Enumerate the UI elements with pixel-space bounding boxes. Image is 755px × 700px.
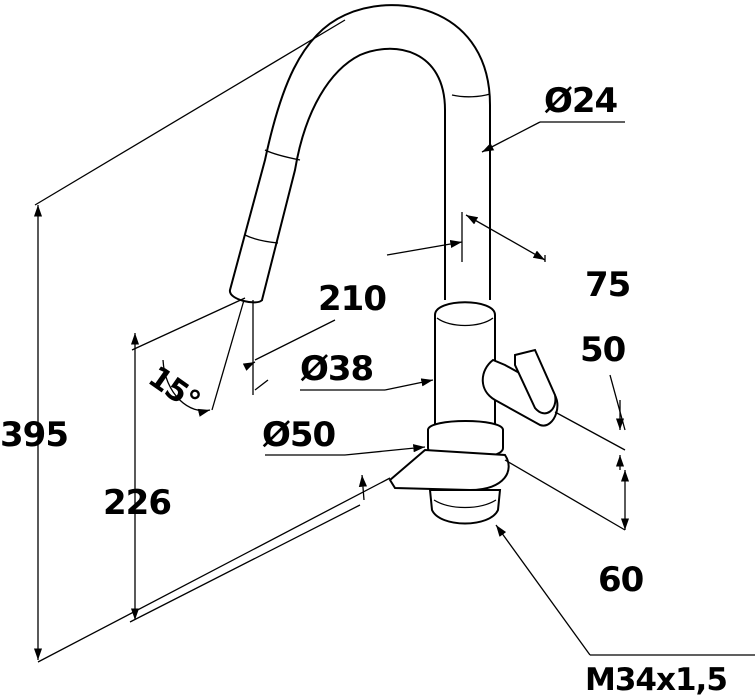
base-height-label: 60 [598,560,644,600]
reach-offset-label: 75 [585,265,631,305]
handle-offset-label: 50 [580,330,626,370]
base-diameter-label: Ø50 [262,415,336,455]
spout [229,4,491,304]
outlet-height-label: 226 [103,483,172,523]
total-height-label: 395 [0,415,69,455]
faucet-body [388,301,559,525]
thread-label: M34x1,5 [585,662,728,698]
reach-label: 210 [318,279,387,319]
spout-diameter-label: Ø24 [544,81,618,121]
dimension-lines [33,19,755,663]
body-diameter-label: Ø38 [300,349,374,389]
